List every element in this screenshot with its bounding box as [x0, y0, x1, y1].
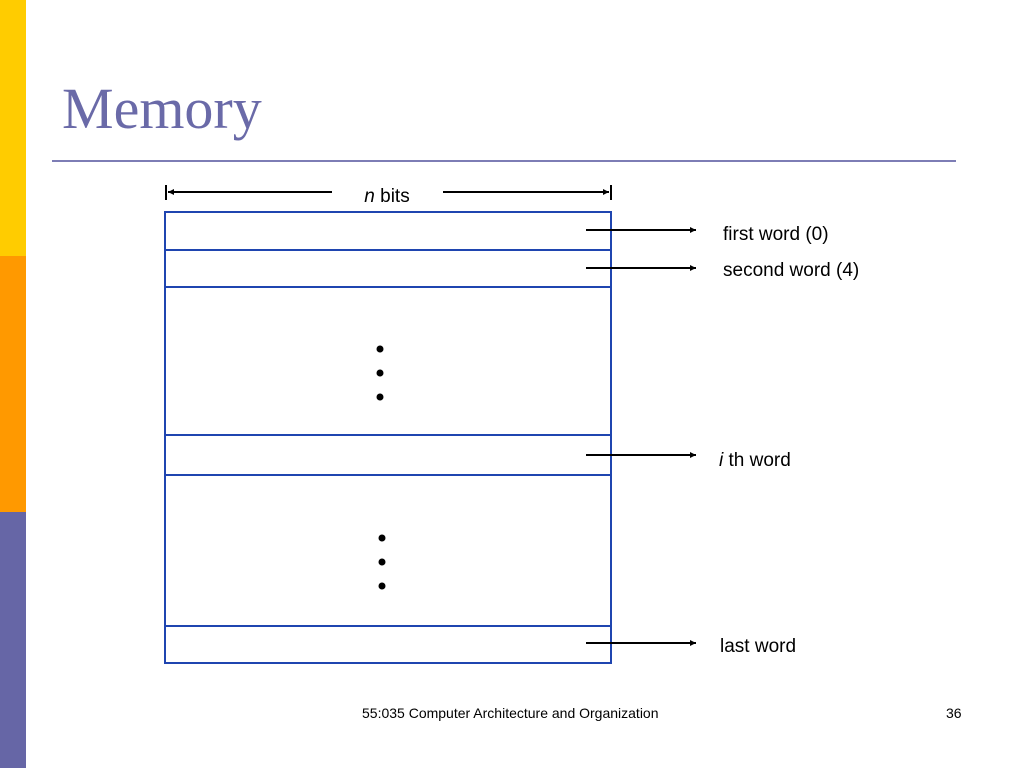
accent-bar-purple — [0, 512, 26, 768]
slide-title: Memory — [62, 76, 262, 141]
ellipsis-dot — [376, 369, 384, 377]
last-word-label: last word — [720, 636, 796, 657]
first-word-label: first word (0) — [723, 224, 829, 245]
title-divider — [52, 160, 956, 162]
memory-outline — [164, 211, 612, 664]
accent-bar-orange — [0, 256, 26, 512]
memory-block — [164, 211, 612, 664]
ellipsis-dots-lower — [378, 534, 386, 590]
width-label-var: n — [364, 186, 375, 207]
ith-word-label: i th word — [719, 450, 791, 471]
accent-bar-yellow — [0, 0, 26, 256]
footer-page-number: 36 — [946, 705, 962, 721]
ellipsis-dot — [378, 582, 386, 590]
width-label: n bits — [364, 186, 409, 207]
ith-word-suffix: th word — [723, 450, 791, 471]
footer-course-name: 55:035 Computer Architecture and Organiz… — [362, 705, 659, 721]
ellipsis-dot — [376, 345, 384, 353]
ellipsis-dots-upper — [376, 345, 384, 401]
second-word-label: second word (4) — [723, 260, 859, 281]
ellipsis-dot — [378, 558, 386, 566]
ith-word-var: i — [719, 450, 724, 471]
width-label-unit: bits — [375, 186, 410, 207]
ellipsis-dot — [376, 393, 384, 401]
width-dimension: n bits — [165, 185, 612, 207]
ellipsis-dot — [378, 534, 386, 542]
